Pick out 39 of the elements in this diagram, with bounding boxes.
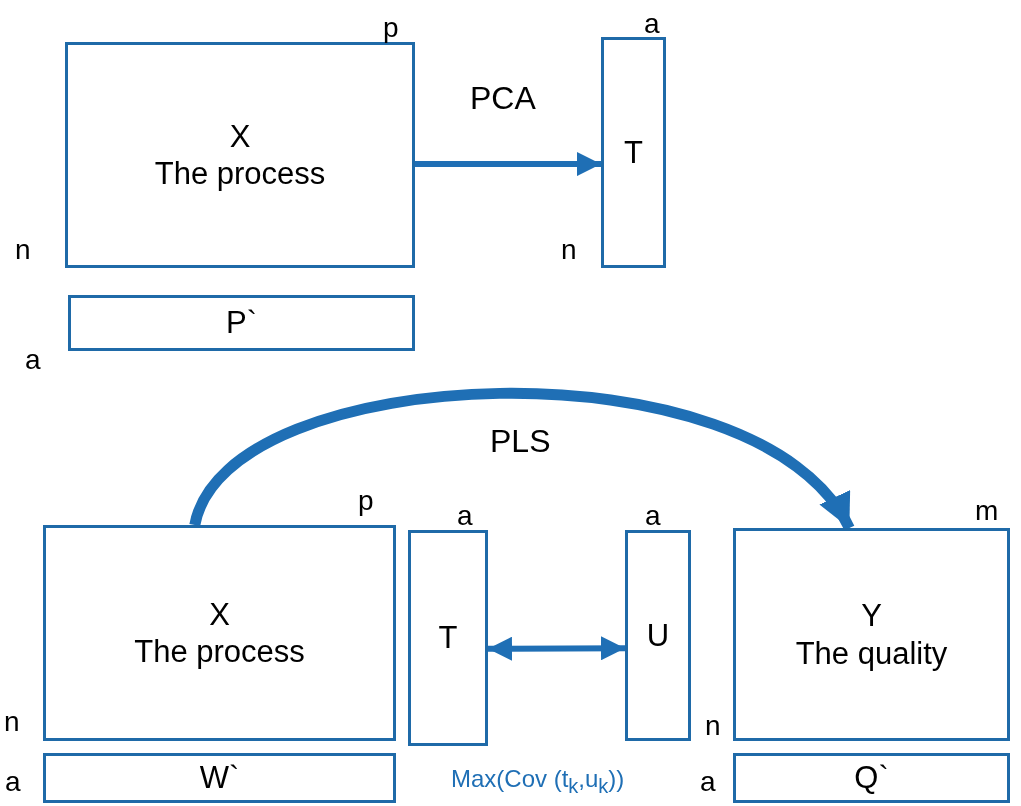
dimension-label: p [383, 14, 399, 42]
dimension-label: n [15, 236, 31, 264]
matrix-label: Y [861, 597, 882, 635]
matrix-label: The process [134, 633, 305, 671]
dimension-label: n [705, 712, 721, 740]
dimension-label: a [25, 346, 41, 374]
matrix-box [408, 530, 488, 746]
double-arrow [488, 636, 625, 661]
matrix-box [601, 37, 666, 268]
matrix-label: X [209, 595, 230, 633]
matrix-label: Q` [854, 759, 889, 797]
dimension-label: a [700, 768, 716, 796]
matrix-label: The quality [795, 634, 948, 672]
edge-label: PCA [470, 82, 536, 114]
dimension-label: a [645, 502, 661, 530]
dimension-label: p [358, 487, 374, 515]
dimension-label: a [457, 502, 473, 530]
arrow [415, 152, 601, 177]
matrix-box [68, 295, 415, 351]
dimension-label: a [5, 768, 21, 796]
dimension-label: n [561, 236, 577, 264]
matrix-box [43, 525, 396, 741]
dimension-label: a [644, 10, 660, 38]
matrix-label: The process [154, 155, 326, 193]
matrix-box [43, 753, 396, 803]
matrix-box [65, 42, 415, 268]
dimension-label: n [4, 708, 20, 736]
edge-label: PLS [490, 425, 551, 457]
matrix-box [733, 753, 1010, 803]
matrix-label: X [229, 117, 251, 155]
matrix-label: T [624, 133, 643, 172]
matrix-label: P` [226, 304, 257, 342]
matrix-box [625, 530, 691, 741]
formula-label: Max(Cov (t$_{k}$,u$_{k}$)) [451, 767, 625, 796]
matrix-label: W` [199, 759, 240, 797]
dimension-label: m [975, 497, 999, 525]
matrix-label: T [438, 619, 458, 657]
matrix-box [733, 528, 1010, 741]
matrix-label: U [646, 616, 670, 655]
